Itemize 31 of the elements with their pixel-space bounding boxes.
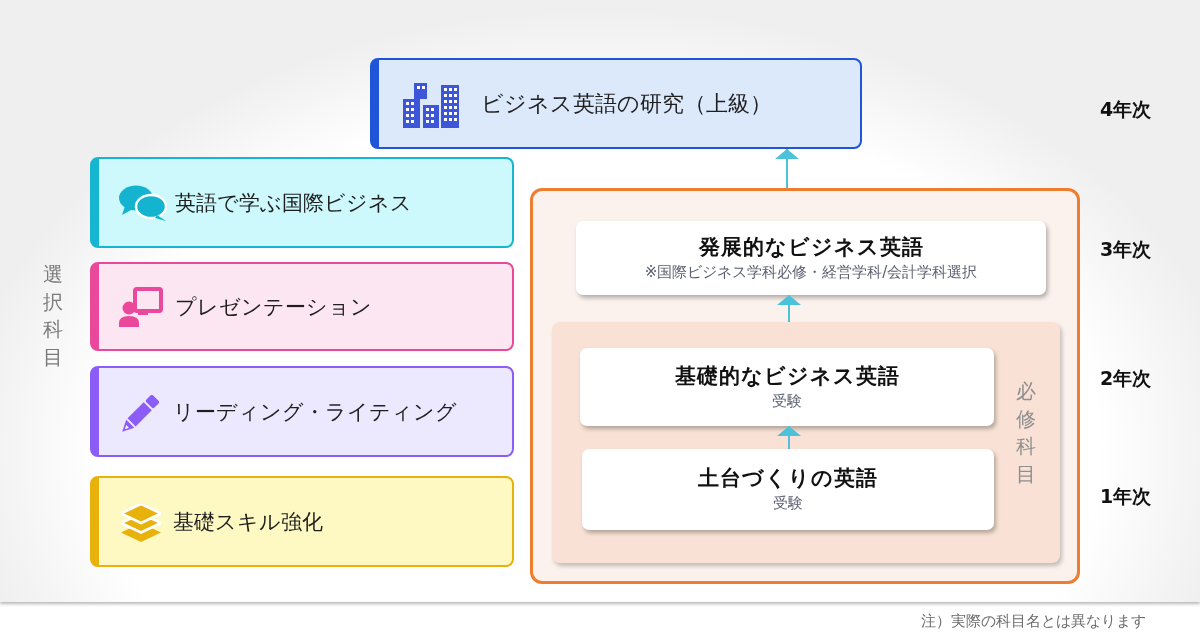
course-note: 受験 [772,391,802,412]
footnote: 注）実際の科目名とは異なります [921,612,1146,630]
course-name: 英語で学ぶ国際ビジネス [175,189,412,216]
year-label: 1年次 [1100,485,1152,508]
course-name: リーディング・ライティング [173,398,457,425]
course-name: ビジネス英語の研究（上級） [481,89,772,118]
course-note: 受験 [773,494,803,514]
course-box [90,366,514,457]
year-label: 4年次 [1100,98,1152,121]
group-panel [552,322,1060,563]
course-name: プレゼンテーション [175,293,372,320]
arrow [775,148,799,189]
course-box [90,157,514,248]
course-card [582,449,994,530]
course-title: 土台づくりの英語 [698,465,878,492]
vertical-label: 選択科目 [42,261,63,371]
arrow [777,294,801,323]
arrow [777,425,801,450]
course-title: 発展的なビジネス英語 [698,233,924,260]
course-name: 基礎スキル強化 [173,508,323,535]
course-box [90,476,514,567]
year-label: 3年次 [1100,238,1152,261]
course-note: ※国際ビジネス学科必修・経営学科/会計学科選択 [644,262,978,283]
group-frame [530,188,1080,584]
course-title: 基礎的なビジネス英語 [674,362,900,389]
course-card [580,348,994,426]
course-card [576,221,1046,295]
year-label: 2年次 [1100,367,1152,390]
vertical-label: 必修科目 [1015,378,1036,488]
course-box [370,58,862,149]
course-box [90,262,514,351]
